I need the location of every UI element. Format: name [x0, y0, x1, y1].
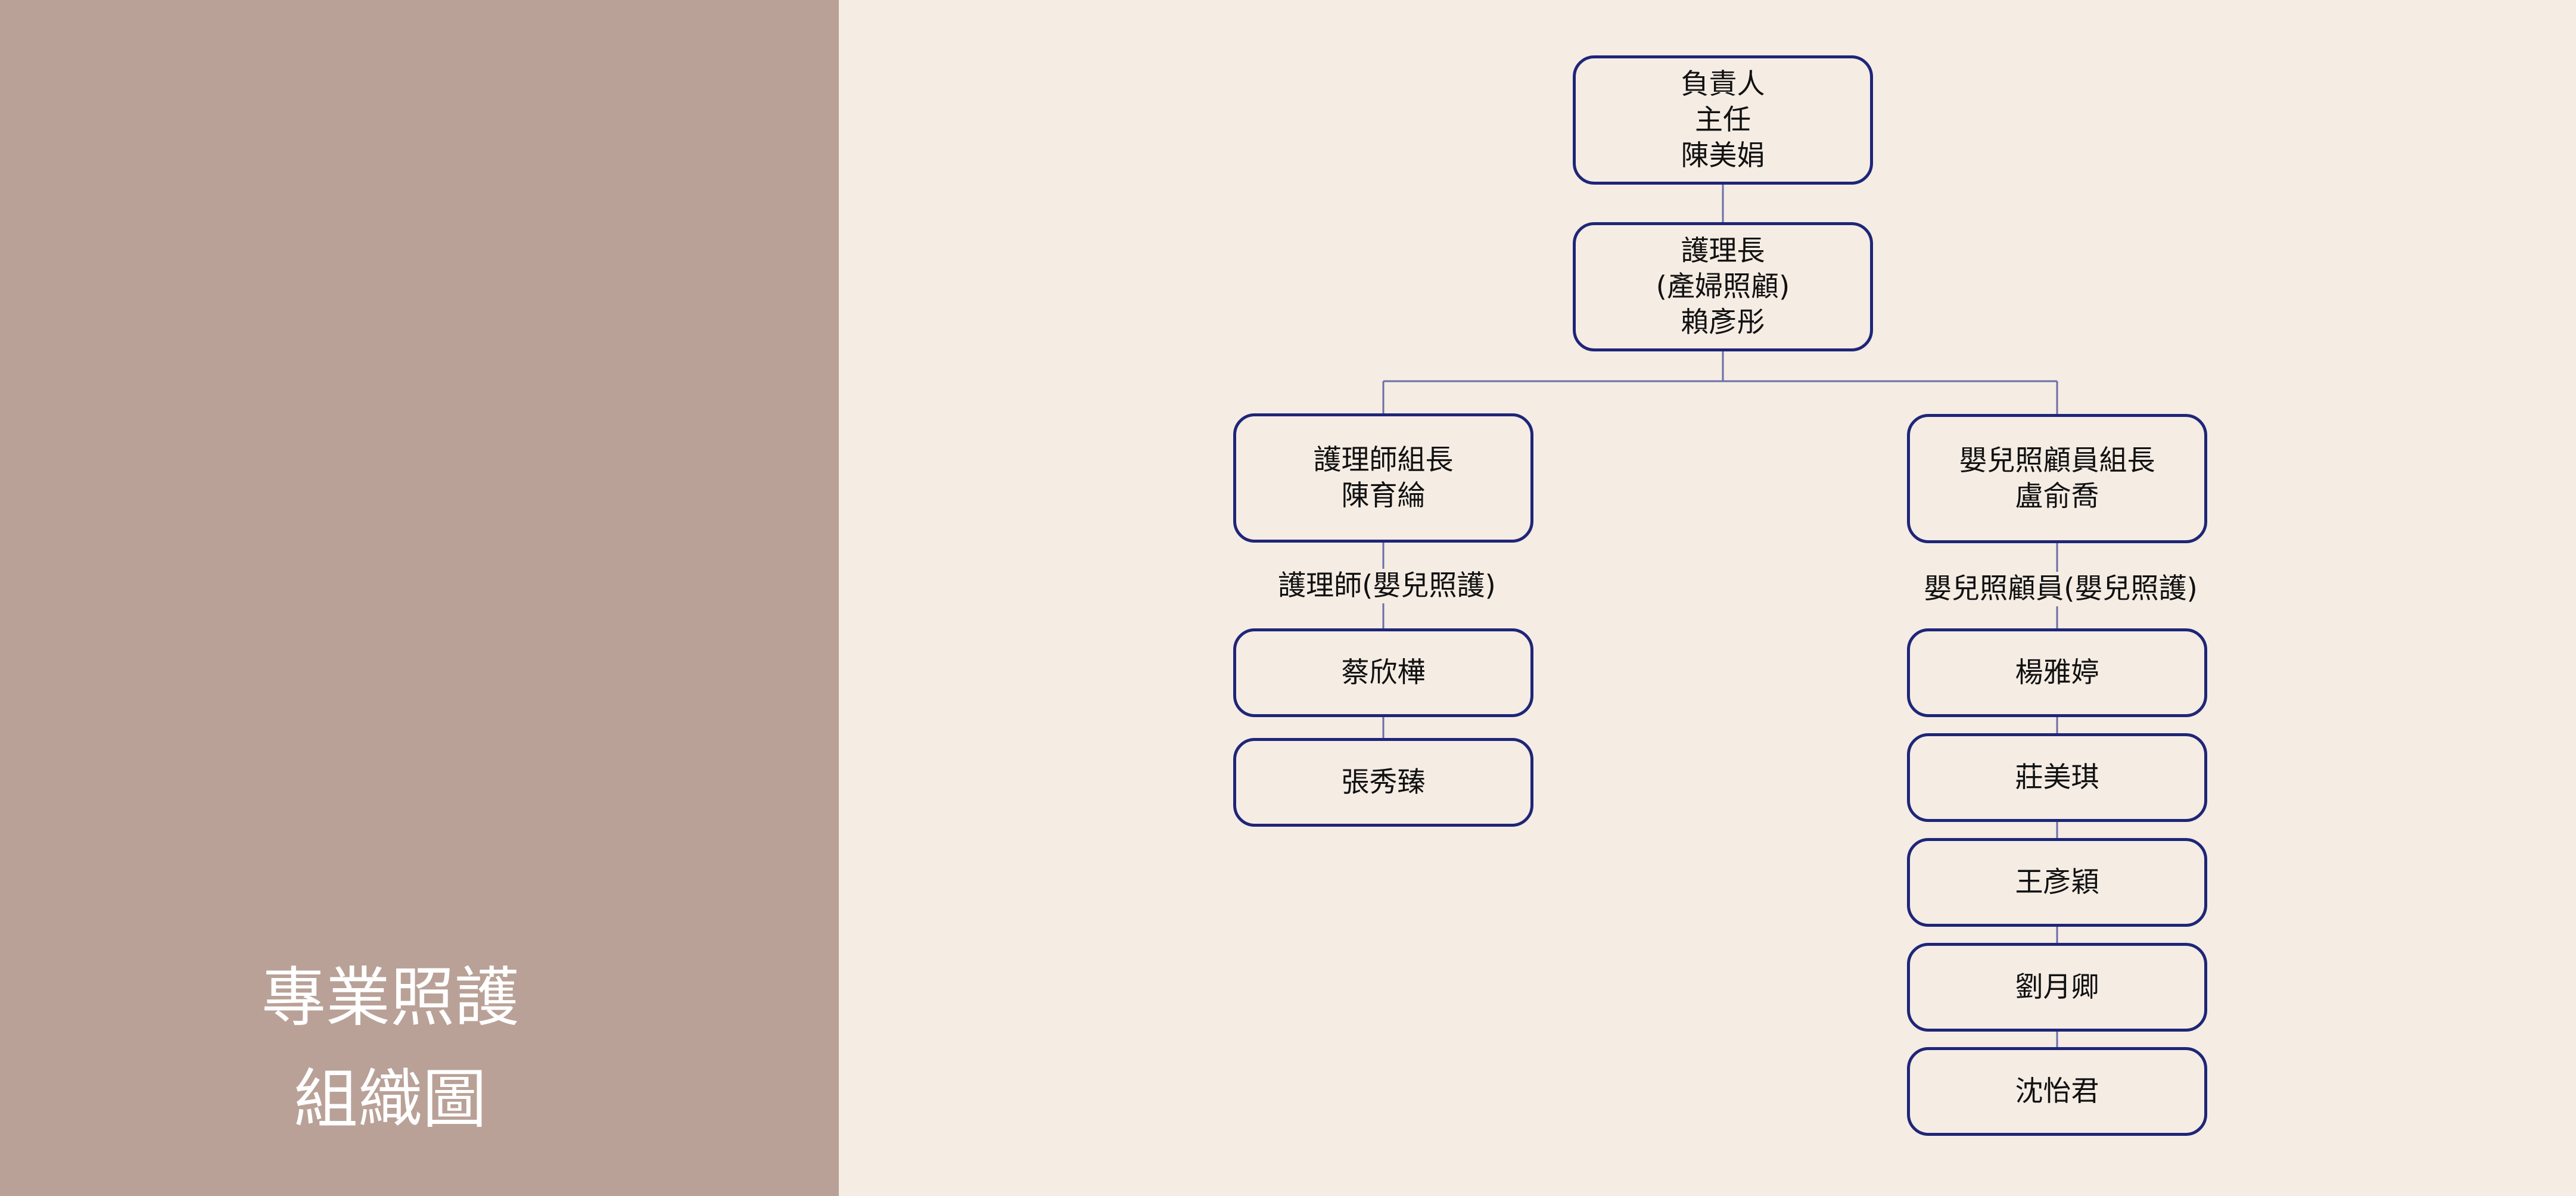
nurse-lead-role: 護理師組長 [1313, 443, 1454, 476]
caregiver-group-label: 嬰兒照顧員(嬰兒照護) [1908, 572, 2213, 606]
head-nurse-name: 賴彥彤 [1681, 306, 1765, 339]
node-caregiver-lead: 嬰兒照顧員組長 盧俞喬 [1907, 414, 2207, 543]
sidebar-panel: 專業照護 組織圖 [0, 0, 839, 1196]
node-caregiver-1: 楊雅婷 [1907, 628, 2207, 717]
node-head-nurse: 護理長 (產婦照顧) 賴彥彤 [1573, 222, 1873, 351]
node-caregiver-2: 莊美琪 [1907, 733, 2207, 822]
head-nurse-role: 護理長 [1681, 234, 1765, 267]
head-name: 陳美娟 [1681, 139, 1765, 172]
nurse-lead-name: 陳育綸 [1341, 479, 1426, 512]
caregiver-lead-name: 盧俞喬 [2015, 479, 2099, 513]
head-title: 主任 [1695, 103, 1751, 136]
node-caregiver-5: 沈怡君 [1907, 1047, 2207, 1136]
node-caregiver-4: 劉月卿 [1907, 943, 2207, 1032]
caregiver-1-name: 楊雅婷 [2015, 656, 2099, 689]
nurse-1-name: 蔡欣樺 [1341, 656, 1426, 689]
caregiver-4-name: 劉月卿 [2015, 970, 2099, 1004]
sidebar-title-line2: 組織圖 [293, 1063, 487, 1137]
caregiver-3-name: 王彥穎 [2015, 865, 2099, 899]
nurse-group-label: 護理師(嬰兒照護) [1264, 569, 1510, 603]
node-nurse-lead: 護理師組長 陳育綸 [1233, 413, 1533, 543]
node-head: 負責人 主任 陳美娟 [1573, 55, 1873, 185]
head-nurse-dept: (產婦照顧) [1656, 270, 1790, 303]
caregiver-lead-role: 嬰兒照顧員組長 [1959, 444, 2155, 477]
node-nurse-1: 蔡欣樺 [1233, 628, 1533, 717]
nurse-2-name: 張秀臻 [1341, 765, 1426, 799]
head-role: 負責人 [1681, 67, 1765, 101]
caregiver-2-name: 莊美琪 [2015, 761, 2099, 794]
node-nurse-2: 張秀臻 [1233, 738, 1533, 827]
sidebar-title-line1: 專業照護 [261, 961, 519, 1035]
node-caregiver-3: 王彥穎 [1907, 838, 2207, 927]
caregiver-5-name: 沈怡君 [2015, 1074, 2099, 1108]
